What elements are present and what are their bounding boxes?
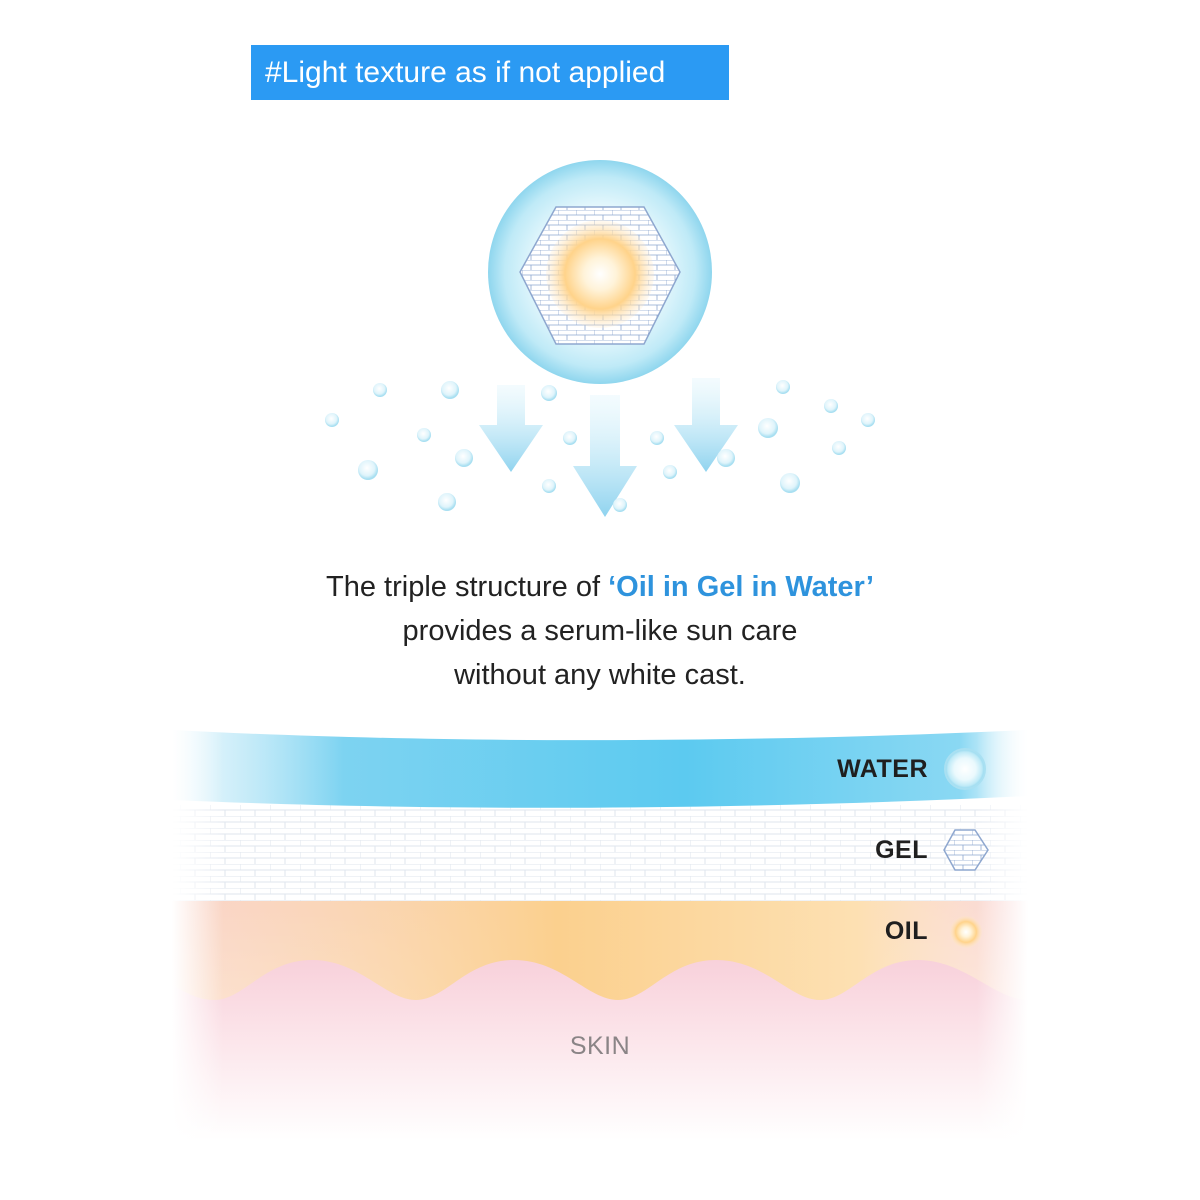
skin-label: SKIN — [569, 1032, 631, 1060]
caption-highlight: ‘Oil in Gel in Water’ — [608, 571, 874, 603]
section-tag: #Light texture as if not applied — [251, 45, 729, 100]
gel-label: GEL — [875, 836, 928, 864]
water-label: WATER — [837, 755, 928, 783]
water-bubble-icon — [325, 380, 875, 512]
water-legend-icon — [944, 748, 986, 790]
water-gel-oil-molecule-icon — [488, 160, 712, 384]
gel-legend-icon — [943, 829, 989, 871]
caption-line-3: without any white cast. — [454, 659, 746, 691]
down-arrow-icon — [479, 378, 738, 517]
oil-legend-icon — [950, 916, 982, 948]
caption-line-1: The triple structure of ‘Oil in Gel in W… — [200, 565, 1000, 609]
caption-prefix: The triple structure of — [326, 571, 609, 603]
description-text: The triple structure of ‘Oil in Gel in W… — [200, 565, 1000, 697]
layer-diagram — [172, 725, 1028, 1145]
oil-label: OIL — [884, 917, 928, 945]
caption-line-2: provides a serum-like sun care — [402, 615, 798, 647]
